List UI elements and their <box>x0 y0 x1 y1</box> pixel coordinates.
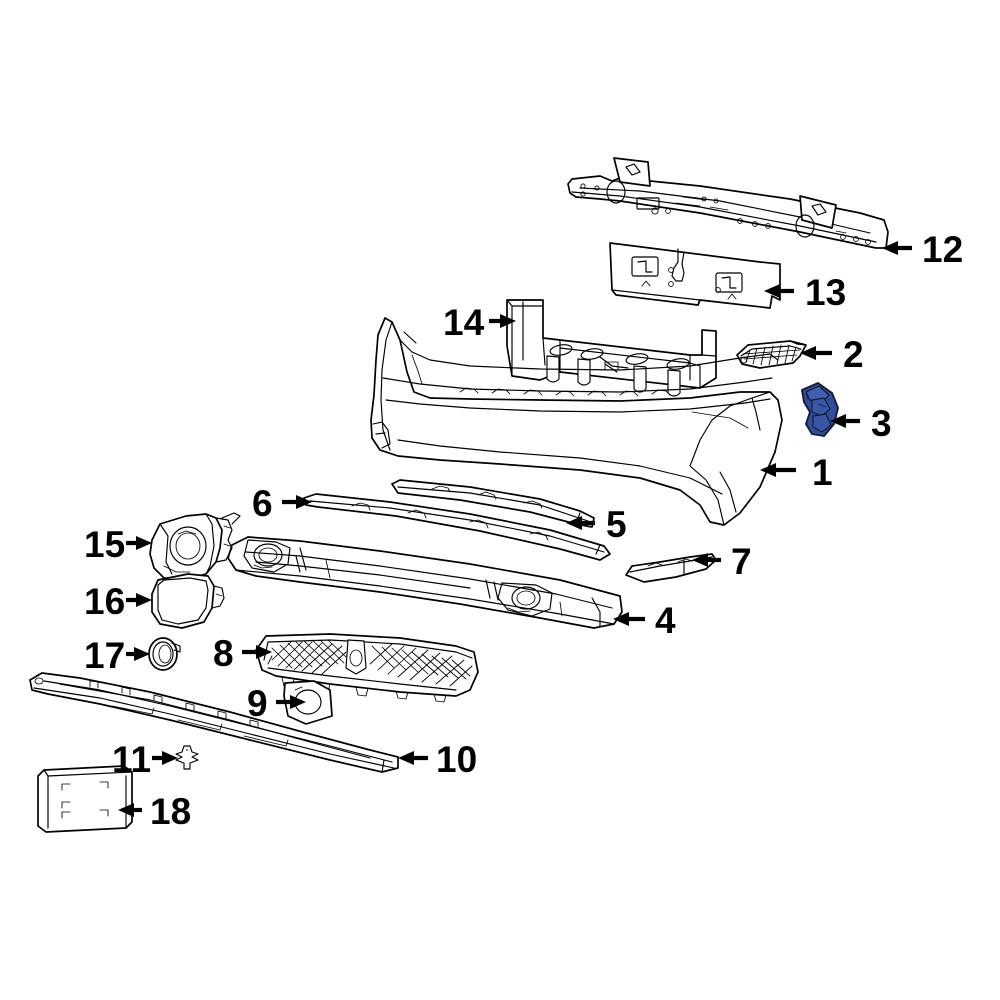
callout-4[interactable]: 4 <box>613 600 676 641</box>
callout-14[interactable]: 14 <box>443 302 516 343</box>
callout-2[interactable]: 2 <box>800 334 864 375</box>
callout-label-4: 4 <box>655 600 676 641</box>
callout-label-9: 9 <box>247 683 268 724</box>
callout-7[interactable]: 7 <box>692 541 752 582</box>
part-bumper-support-bracket[interactable] <box>506 299 717 397</box>
part-side-molding[interactable] <box>625 553 717 583</box>
callout-9[interactable]: 9 <box>247 683 306 724</box>
callout-17[interactable]: 17 <box>84 635 150 676</box>
callout-label-13: 13 <box>805 272 846 313</box>
callout-3[interactable]: 3 <box>830 403 892 444</box>
callout-16[interactable]: 16 <box>84 581 152 622</box>
callout-label-1: 1 <box>812 452 833 493</box>
callout-label-8: 8 <box>213 633 234 674</box>
part-retainer-clip[interactable] <box>175 745 199 770</box>
callout-label-14: 14 <box>443 302 485 343</box>
part-energy-absorber-panel[interactable] <box>609 242 781 309</box>
part-bumper-bracket-highlighted[interactable] <box>801 382 839 437</box>
callout-label-3: 3 <box>871 403 892 444</box>
callout-label-17: 17 <box>84 635 125 676</box>
callout-label-2: 2 <box>843 334 864 375</box>
callout-15[interactable]: 15 <box>84 524 152 565</box>
callout-label-6: 6 <box>252 483 273 524</box>
part-upper-molding-left[interactable] <box>303 493 611 561</box>
part-license-plate-bracket[interactable] <box>37 765 133 833</box>
part-fog-lamp-bezel[interactable] <box>149 512 241 581</box>
callout-label-11: 11 <box>112 739 151 780</box>
callout-1[interactable]: 1 <box>760 452 833 493</box>
callout-5[interactable]: 5 <box>566 504 627 545</box>
callout-label-5: 5 <box>606 504 627 545</box>
callout-18[interactable]: 18 <box>118 791 191 832</box>
callout-6[interactable]: 6 <box>252 483 312 524</box>
callout-13[interactable]: 13 <box>764 272 846 313</box>
callout-label-18: 18 <box>150 791 191 832</box>
callout-8[interactable]: 8 <box>213 633 272 674</box>
part-air-dam-spoiler[interactable] <box>29 672 399 773</box>
callout-label-15: 15 <box>84 524 125 565</box>
callout-label-10: 10 <box>436 739 477 780</box>
callout-10[interactable]: 10 <box>398 739 477 780</box>
part-lower-fascia[interactable] <box>227 536 623 629</box>
callout-12[interactable]: 12 <box>882 229 963 270</box>
part-fog-lamp-ring[interactable] <box>148 637 181 671</box>
part-fog-lamp-cover[interactable] <box>151 573 225 629</box>
part-bumper-reinforcement-beam[interactable] <box>567 157 889 249</box>
callout-label-12: 12 <box>922 229 963 270</box>
callout-label-7: 7 <box>731 541 752 582</box>
part-bumper-cover[interactable] <box>370 317 783 526</box>
callout-11[interactable]: 11 <box>112 739 178 780</box>
callout-label-16: 16 <box>84 581 125 622</box>
